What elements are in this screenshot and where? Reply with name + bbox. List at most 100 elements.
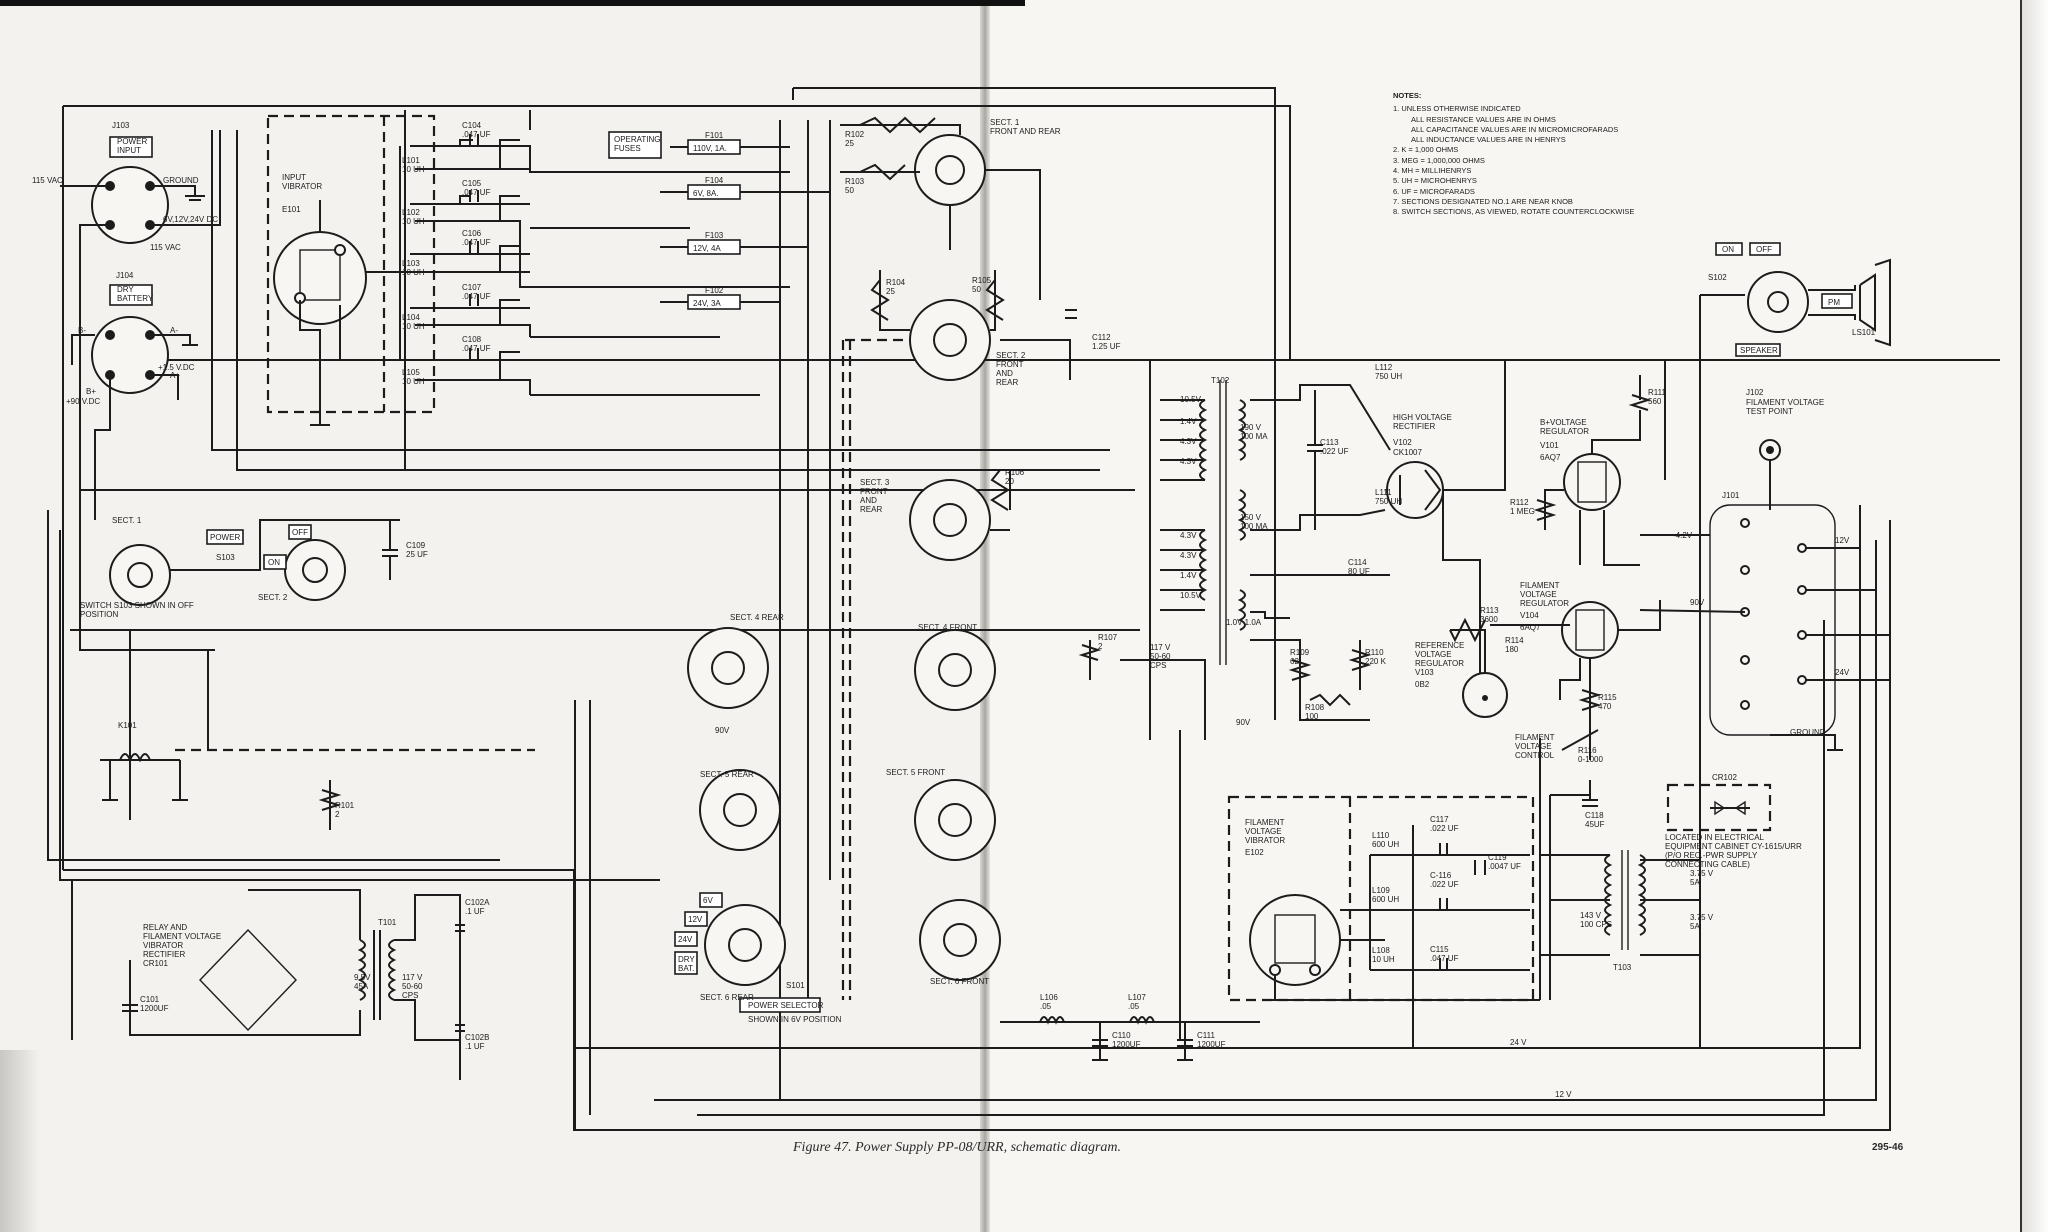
note-line: 3. MEG = 1,000,000 OHMS (1393, 155, 1485, 165)
label-v90dc: +90 V.DC (66, 397, 100, 406)
label-f103: F103 (705, 231, 724, 240)
label-c117: C117.022 UF (1430, 815, 1459, 833)
label-e101: E101 (282, 205, 301, 214)
label-shown-6v: SHOWN IN 6V POSITION (748, 1015, 842, 1024)
label-t102-tap: 10.5V (1180, 395, 1202, 404)
label-j104: J104 (116, 271, 134, 280)
label-sect2: SECT. 2 (258, 593, 288, 602)
note-line: 1. UNLESS OTHERWISE INDICATED (1393, 104, 1521, 114)
label-k101: K101 (118, 721, 137, 730)
label-sect5-front: SECT. 5 FRONT (886, 768, 945, 777)
label-v1-5: +1.5 V.DC (158, 363, 195, 372)
label-t102-tap: 1.4V (1180, 417, 1197, 426)
label-v90-b: 90V (1236, 718, 1251, 727)
label-v24-b: 24V (1835, 668, 1850, 677)
label-v103-type: 0B2 (1415, 680, 1430, 689)
filament-vibrator-e102 (1249, 843, 1530, 1000)
label-t102-tap: 4.3V (1180, 437, 1197, 446)
label-f101v: 110V, 1A. (693, 144, 727, 153)
right-page (985, 0, 2025, 1232)
label-t102-tap: 1.4V (1180, 571, 1197, 580)
tube-v101 (1533, 375, 1652, 566)
label-b-minus: B- (78, 326, 86, 335)
label-v90: 90V (715, 726, 730, 735)
label-s103: S103 (216, 553, 235, 562)
label-c115: C115.047 UF (1430, 945, 1459, 963)
j104-connector (71, 284, 198, 520)
label-t101: T101 (378, 918, 397, 927)
transformer-t102 (1120, 380, 1391, 740)
notes-title: NOTES: (1393, 91, 1422, 100)
label-e102: E102 (1245, 848, 1264, 857)
note-line: 7. SECTIONS DESIGNATED NO.1 ARE NEAR KNO… (1393, 196, 1573, 206)
label-l107: L107.05 (1128, 993, 1146, 1011)
figure-caption: Figure 47. Power Supply PP-08/URR, schem… (793, 1140, 1122, 1155)
label-power-selector: POWER SELECTOR (748, 1001, 824, 1010)
label-f102v: 24V, 3A (693, 299, 721, 308)
label-power-box: POWER (210, 533, 240, 542)
label-t102-tap: 10.5V (1180, 591, 1202, 600)
label-v101-type: 6AQ7 (1540, 453, 1561, 462)
label-c105: C105.047 UF (462, 179, 491, 197)
label-c108: C108.047 UF (462, 335, 491, 353)
note-line: 5. UH = MICROHENRYS (1393, 176, 1477, 186)
filter-l106-l107 (1000, 1016, 1260, 1061)
switch-sect2-front-rear (870, 270, 1077, 381)
filament-vibrator-shield (1227, 795, 1535, 1002)
page-right-edge (2020, 0, 2048, 1232)
switch-sect3-front-rear (909, 469, 1102, 680)
label-cr102: CR102 (1712, 773, 1737, 782)
label-ls101: LS101 (1852, 328, 1876, 337)
label-c119: C119.0047 UF (1488, 853, 1521, 871)
switch-sect6 (674, 892, 1001, 1013)
label-l106: L106.05 (1040, 993, 1058, 1011)
label-t102-tap: 4.3V (1180, 531, 1197, 540)
label-speaker: SPEAKER (1740, 346, 1778, 355)
label-off-b: OFF (1756, 245, 1772, 254)
transformer-t103 (1540, 760, 1750, 1000)
label-t102-tap: 4.3V (1180, 551, 1197, 560)
label-v115vac-b: 115 VAC (150, 243, 181, 252)
label-on-b: ON (1722, 245, 1734, 254)
relay-k101 (100, 748, 535, 830)
label-v103: V103 (1415, 668, 1434, 677)
rectifier-cr101-t101 (122, 889, 465, 1080)
filter-ladder (399, 134, 790, 396)
label-j102: J102 (1746, 388, 1764, 397)
